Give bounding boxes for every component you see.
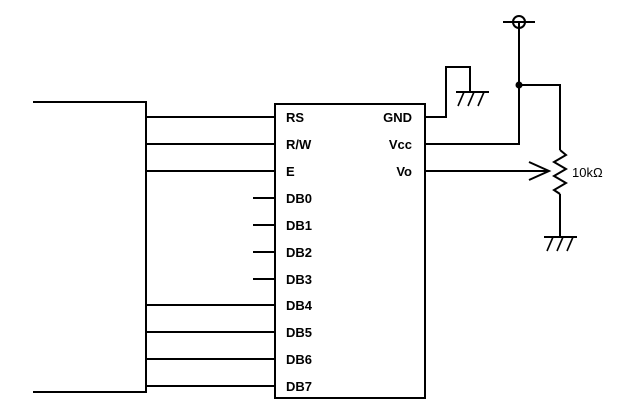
vcc-terminal-symbol — [503, 15, 535, 29]
wire-gnd — [425, 66, 471, 118]
wire-pot-top — [519, 84, 561, 150]
pin-label-vo: Vo — [396, 164, 412, 179]
pin-label-rs: RS — [286, 110, 304, 125]
pin-label-db5: DB5 — [286, 325, 312, 340]
pin-label-db4: DB4 — [286, 298, 313, 313]
potentiometer-label: 10kΩ — [572, 165, 603, 180]
pin-label-gnd: GND — [383, 110, 412, 125]
ground-symbol-bottom — [544, 236, 577, 252]
potentiometer-resistor — [552, 149, 568, 195]
pin-label-vcc: Vcc — [389, 137, 412, 152]
wire-vcc — [425, 22, 520, 145]
pin-label-db0: DB0 — [286, 191, 312, 206]
lcd-module-box — [274, 103, 426, 399]
pin-label-rw: R/W — [286, 137, 312, 152]
pin-label-db2: DB2 — [286, 245, 312, 260]
pin-label-db3: DB3 — [286, 272, 312, 287]
pin-label-db1: DB1 — [286, 218, 312, 233]
pin-label-db6: DB6 — [286, 352, 312, 367]
ground-symbol-top — [456, 91, 489, 107]
controller-bus-bracket — [33, 101, 147, 393]
pin-label-db7: DB7 — [286, 379, 312, 394]
pin-label-e: E — [286, 164, 295, 179]
wiper-arrow-icon — [528, 161, 552, 181]
